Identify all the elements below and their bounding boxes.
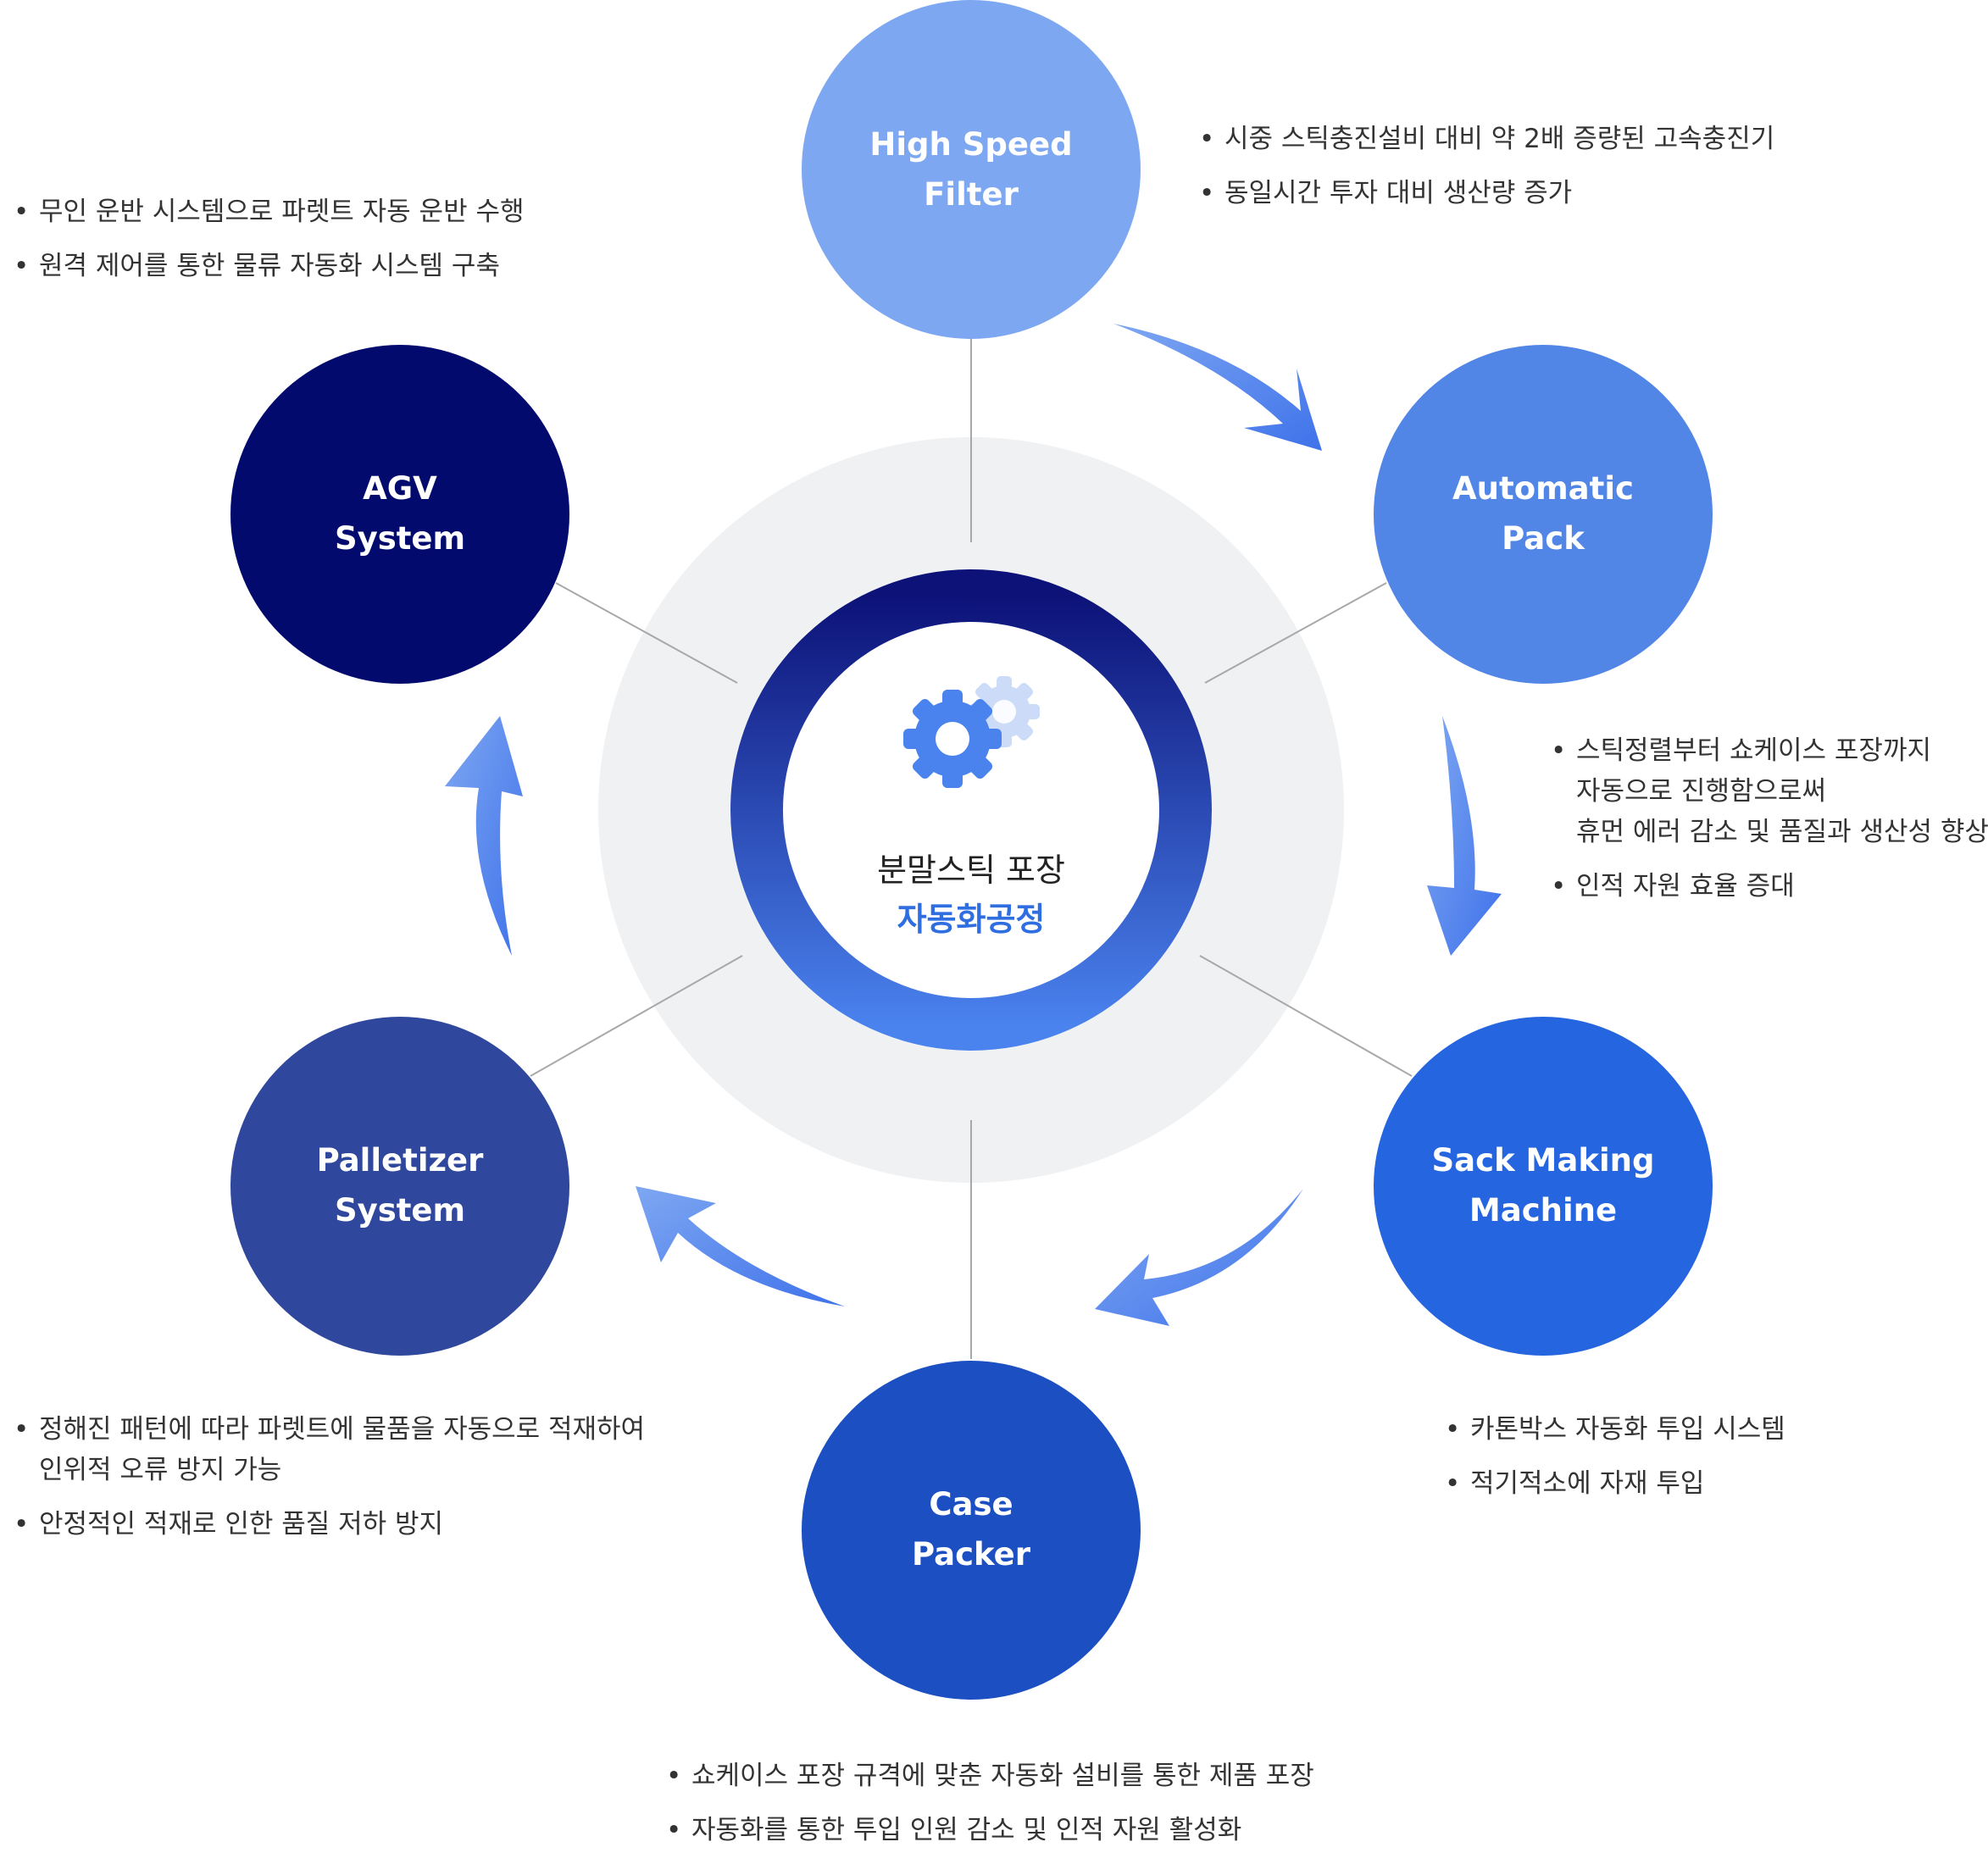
case-packer-notes: 쇼케이스 포장 규격에 맞춘 자동화 설비를 통한 제품 포장 자동화를 통한 … <box>666 1756 1314 1864</box>
note-item: 안정적인 적재로 인한 품질 저하 방지 <box>14 1504 645 1545</box>
center-title: 분말스틱 포장 <box>877 852 1065 889</box>
gears-icon <box>903 676 1040 788</box>
note-item: 정해진 패턴에 따라 파렛트에 물품을 자동으로 적재하여 인위적 오류 방지 … <box>14 1409 645 1490</box>
note-item: 쇼케이스 포장 규격에 맞춘 자동화 설비를 통한 제품 포장 <box>666 1756 1314 1796</box>
connector-line <box>1199 955 1413 1077</box>
arrow-sack-to-case <box>1095 1189 1303 1326</box>
connector-line <box>530 955 743 1077</box>
sack-making-notes: 카톤박스 자동화 투입 시스템 적기적소에 자재 투입 <box>1445 1409 1785 1517</box>
center-ring-stroke <box>730 569 1212 1051</box>
node-high-speed-filter: High Speed Filter <box>802 0 1141 339</box>
note-line: 자동화를 통한 투입 인원 감소 및 인적 자원 활성화 <box>691 1815 1242 1845</box>
center-ring <box>730 569 1212 1051</box>
arrow-filter-to-pack <box>1113 324 1322 451</box>
node-case-packer: Case Packer <box>802 1361 1141 1700</box>
note-line: 동일시간 투자 대비 생산량 증가 <box>1224 178 1573 208</box>
node-label-line1: AGV <box>363 470 437 507</box>
arrow-case-to-palletizer <box>636 1186 845 1306</box>
note-item: 카톤박스 자동화 투입 시스템 <box>1445 1409 1785 1450</box>
arrow-palletizer-to-agv <box>445 716 523 956</box>
node-circle <box>1374 345 1713 684</box>
node-label-line2: Machine <box>1469 1192 1617 1229</box>
note-line: 원격 제어를 통한 물류 자동화 시스템 구축 <box>39 251 500 281</box>
note-line: 정해진 패턴에 따라 파렛트에 물품을 자동으로 적재하여 <box>39 1414 646 1445</box>
automatic-pack-notes: 스틱정렬부터 쇼케이스 포장까지 자동으로 진행함으로써 휴먼 에러 감소 및 … <box>1551 730 1988 920</box>
connector-line <box>1204 582 1387 684</box>
note-item: 원격 제어를 통한 물류 자동화 시스템 구축 <box>14 246 524 286</box>
note-line: 시중 스틱충진설비 대비 약 2배 증량된 고속충진기 <box>1224 124 1775 154</box>
node-label-line1: Sack Making <box>1432 1142 1655 1179</box>
node-label-line2: Filter <box>924 176 1019 213</box>
node-label-line2: System <box>335 520 465 557</box>
node-label-line1: Case <box>929 1486 1013 1523</box>
node-circle <box>802 1361 1141 1700</box>
note-line: 휴먼 에러 감소 및 품질과 생산성 향상 <box>1576 817 1988 847</box>
node-label-line2: Packer <box>912 1536 1031 1573</box>
node-label-line2: Pack <box>1502 520 1585 557</box>
note-line: 무인 운반 시스템으로 파렛트 자동 운반 수행 <box>39 197 525 227</box>
note-line: 카톤박스 자동화 투입 시스템 <box>1470 1414 1785 1445</box>
note-item: 동일시간 투자 대비 생산량 증가 <box>1199 173 1774 214</box>
node-label-line2: System <box>335 1192 465 1229</box>
arrow-pack-to-sack <box>1427 716 1502 956</box>
node-automatic-pack: Automatic Pack <box>1374 345 1713 684</box>
center-subtitle: 자동화공정 <box>897 901 1046 938</box>
note-item: 자동화를 통한 투입 인원 감소 및 인적 자원 활성화 <box>666 1810 1314 1850</box>
note-item: 스틱정렬부터 쇼케이스 포장까지 자동으로 진행함으로써 휴먼 에러 감소 및 … <box>1551 730 1988 852</box>
note-item: 인적 자원 효율 증대 <box>1551 866 1988 907</box>
node-circle <box>230 1017 569 1356</box>
note-line: 자동으로 진행함으로써 <box>1576 776 1827 807</box>
note-line: 인적 자원 효율 증대 <box>1576 871 1795 901</box>
node-circle <box>802 0 1141 339</box>
node-circle <box>1374 1017 1713 1356</box>
note-line: 스틱정렬부터 쇼케이스 포장까지 <box>1576 735 1931 766</box>
connector-lines <box>530 339 1413 1359</box>
note-line: 인위적 오류 방지 가능 <box>39 1455 282 1485</box>
high-speed-filter-notes: 시중 스틱충진설비 대비 약 2배 증량된 고속충진기 동일시간 투자 대비 생… <box>1199 119 1774 227</box>
node-palletizer-system: Palletizer System <box>230 1017 569 1356</box>
node-agv-system: AGV System <box>230 345 569 684</box>
note-item: 무인 운반 시스템으로 파렛트 자동 운반 수행 <box>14 191 524 232</box>
note-line: 적기적소에 자재 투입 <box>1470 1468 1705 1499</box>
cycle-arrows <box>445 324 1502 1326</box>
note-item: 시중 스틱충진설비 대비 약 2배 증량된 고속충진기 <box>1199 119 1774 159</box>
connector-line <box>555 582 738 684</box>
palletizer-notes: 정해진 패턴에 따라 파렛트에 물품을 자동으로 적재하여 인위적 오류 방지 … <box>14 1409 645 1558</box>
note-line: 쇼케이스 포장 규격에 맞춘 자동화 설비를 통한 제품 포장 <box>691 1761 1314 1791</box>
node-label-line1: Automatic <box>1452 470 1634 507</box>
node-circle <box>230 345 569 684</box>
agv-system-notes: 무인 운반 시스템으로 파렛트 자동 운반 수행 원격 제어를 통한 물류 자동… <box>14 191 524 300</box>
node-sack-making-machine: Sack Making Machine <box>1374 1017 1713 1356</box>
node-label-line1: High Speed <box>869 126 1072 163</box>
note-item: 적기적소에 자재 투입 <box>1445 1463 1785 1504</box>
note-line: 안정적인 적재로 인한 품질 저하 방지 <box>39 1509 444 1539</box>
node-label-line1: Palletizer <box>317 1142 485 1179</box>
